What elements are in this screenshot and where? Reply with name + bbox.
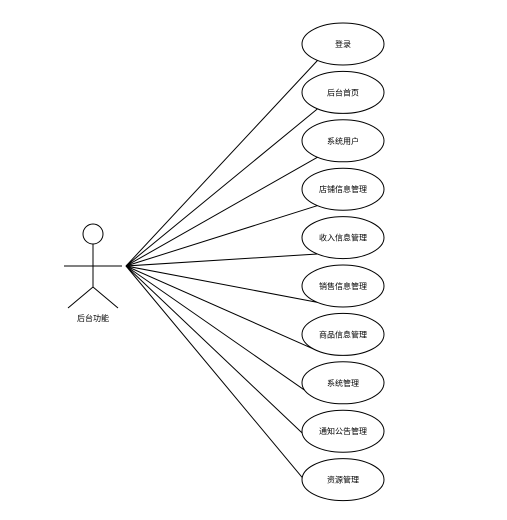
use-case-label: 销售信息管理 <box>319 281 367 291</box>
association-lines <box>125 60 318 497</box>
use-case-label: 店铺信息管理 <box>319 184 367 194</box>
use-case-ellipse <box>301 312 385 356</box>
use-case-ellipse <box>301 119 385 163</box>
association-line <box>125 60 318 267</box>
actor-label: 后台功能 <box>77 313 109 323</box>
use-case: 销售信息管理 <box>301 264 385 308</box>
use-case: 系统管理 <box>301 361 385 405</box>
use-case: 店铺信息管理 <box>301 167 385 211</box>
use-case-label: 登录 <box>335 39 351 49</box>
association-line <box>125 253 318 267</box>
use-case-label: 通知公告管理 <box>319 426 367 436</box>
use-case-label: 系统用户 <box>327 136 359 146</box>
association-line <box>125 108 318 267</box>
association-line <box>125 265 318 400</box>
use-case-label: 资源管理 <box>327 475 359 485</box>
association-line <box>125 265 318 303</box>
use-case-label: 系统管理 <box>327 378 359 388</box>
association-line <box>125 156 318 267</box>
actor-right-leg <box>92 286 119 309</box>
use-case: 资源管理 <box>301 458 385 502</box>
use-case-ellipse <box>301 216 385 260</box>
use-case: 系统用户 <box>301 119 385 163</box>
use-case-label: 商品信息管理 <box>319 329 367 339</box>
association-line <box>125 265 318 497</box>
use-cases: 登录后台首页系统用户店铺信息管理收入信息管理销售信息管理商品信息管理系统管理通知… <box>301 22 385 502</box>
use-case: 通知公告管理 <box>301 409 385 453</box>
use-case: 商品信息管理 <box>301 312 385 356</box>
use-case-ellipse <box>301 409 385 453</box>
association-line <box>125 265 318 352</box>
actor-head <box>82 223 104 245</box>
use-case-ellipse <box>301 361 385 405</box>
use-case-ellipse <box>301 264 385 308</box>
use-case-label: 后台首页 <box>327 87 359 97</box>
association-line <box>125 205 318 267</box>
actor-left-leg <box>67 286 94 309</box>
use-case: 登录 <box>301 22 385 66</box>
use-case-ellipse <box>301 167 385 211</box>
use-case: 收入信息管理 <box>301 216 385 260</box>
use-case-ellipse <box>301 70 385 114</box>
use-case: 后台首页 <box>301 70 385 114</box>
use-case-ellipse <box>301 458 385 502</box>
actor <box>64 223 122 309</box>
use-case-ellipse <box>301 22 385 66</box>
association-line <box>125 265 318 448</box>
use-case-label: 收入信息管理 <box>319 233 367 243</box>
